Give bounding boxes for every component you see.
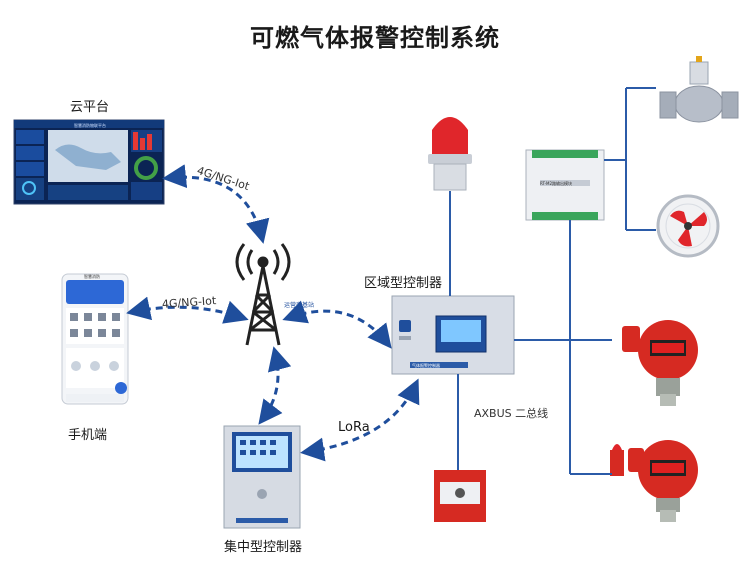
central-controller-box [223, 425, 301, 529]
diagram-title: 可燃气体报警控制系统 [250, 24, 500, 52]
gas-detector-icon [622, 320, 698, 406]
alarm-light-icon [428, 117, 472, 191]
mobile-app-title: 智慧消防 [84, 273, 100, 279]
bus-lines [449, 87, 656, 475]
io-module-plate: RT-M2路输出模块 [540, 180, 572, 186]
manual-alarm-button-icon [434, 470, 486, 522]
wireless-links [126, 164, 420, 462]
cloud-platform-label: 云平台 [70, 100, 110, 115]
central-controller-label: 集中型控制器 [224, 540, 303, 555]
cloud-screen-title: 智慧消防物联平台 [74, 122, 106, 128]
cell-tower-icon [235, 243, 291, 346]
lora-link-label: LoRa [338, 420, 370, 435]
solenoid-valve-icon [659, 56, 739, 123]
zone-controller-box [391, 295, 515, 375]
zone-controller-label: 区域型控制器 [364, 276, 443, 291]
exhaust-fan-icon [656, 194, 720, 258]
bus-label: AXBUS 二总线 [474, 407, 549, 420]
zone-controller-plate: 气体报警控制器 [412, 362, 440, 368]
cloud-platform-screen [13, 119, 165, 205]
io-module-icon [525, 149, 605, 221]
mobile-label: 手机端 [68, 428, 108, 443]
gas-detector-with-light-icon [610, 440, 698, 522]
tower-zone-link-label: 运营商基站 [284, 302, 315, 309]
mobile-phone [61, 273, 129, 405]
